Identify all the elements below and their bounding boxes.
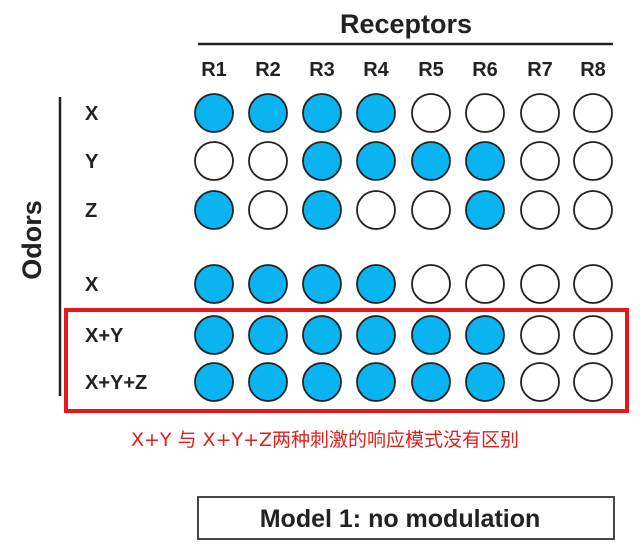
response-circle-row2-r2-inactive bbox=[248, 141, 288, 181]
odor-label-row-5: X+Y bbox=[85, 325, 124, 347]
response-circle-row5-r4-active bbox=[356, 315, 396, 355]
receptor-labels: R1 R2 R3 R4 R5 R6 R7 R8 bbox=[201, 59, 606, 81]
response-circle-row4-r4-active bbox=[356, 264, 396, 304]
response-circle-row6-r5-active bbox=[411, 362, 451, 402]
response-circle-row4-r8-inactive bbox=[573, 264, 613, 304]
odor-label-row-3: Z bbox=[85, 200, 97, 222]
response-circle-row1-r8-inactive bbox=[573, 93, 613, 133]
response-circle-row6-r2-active bbox=[248, 362, 288, 402]
response-circle-row5-r6-active bbox=[465, 315, 505, 355]
response-circle-row5-r1-active bbox=[194, 315, 234, 355]
odor-labels: X Y Z X X+Y X+Y+Z bbox=[85, 103, 147, 394]
comparison-note: X+Y 与 X+Y+Z两种刺激的响应模式没有区别 bbox=[131, 429, 519, 451]
response-circle-row2-r6-active bbox=[465, 141, 505, 181]
receptor-label-r2: R2 bbox=[255, 59, 281, 81]
response-circle-row6-r3-active bbox=[302, 362, 342, 402]
receptor-label-r6: R6 bbox=[472, 59, 498, 81]
response-circle-row1-r4-active bbox=[356, 93, 396, 133]
response-circle-row5-r5-active bbox=[411, 315, 451, 355]
response-grid bbox=[194, 93, 613, 402]
response-circle-row3-r8-inactive bbox=[573, 190, 613, 230]
response-circle-row2-r3-active bbox=[302, 141, 342, 181]
response-circle-row5-r8-inactive bbox=[573, 315, 613, 355]
odors-title: Odors bbox=[17, 200, 47, 280]
response-circle-row2-r7-inactive bbox=[520, 141, 560, 181]
response-circle-row5-r7-inactive bbox=[520, 315, 560, 355]
receptor-label-r5: R5 bbox=[418, 59, 444, 81]
odor-label-row-6: X+Y+Z bbox=[85, 372, 147, 394]
model-label-box bbox=[197, 496, 615, 540]
receptor-label-r3: R3 bbox=[309, 59, 335, 81]
response-circle-row4-r1-active bbox=[194, 264, 234, 304]
response-circle-row2-r4-active bbox=[356, 141, 396, 181]
response-circle-row6-r6-active bbox=[465, 362, 505, 402]
response-circle-row5-r2-active bbox=[248, 315, 288, 355]
response-circle-row1-r3-active bbox=[302, 93, 342, 133]
response-circle-row6-r4-active bbox=[356, 362, 396, 402]
response-circle-row1-r5-inactive bbox=[411, 93, 451, 133]
receptor-label-r4: R4 bbox=[363, 59, 389, 81]
receptor-label-r8: R8 bbox=[580, 59, 606, 81]
response-circle-row6-r7-inactive bbox=[520, 362, 560, 402]
response-circle-row2-r8-inactive bbox=[573, 141, 613, 181]
response-circle-row3-r4-inactive bbox=[356, 190, 396, 230]
response-circle-row4-r6-inactive bbox=[465, 264, 505, 304]
response-circle-row1-r7-inactive bbox=[520, 93, 560, 133]
response-circle-row5-r3-active bbox=[302, 315, 342, 355]
response-circle-row1-r1-active bbox=[194, 93, 234, 133]
response-circle-row4-r2-active bbox=[248, 264, 288, 304]
response-circle-row2-r5-active bbox=[411, 141, 451, 181]
odor-label-row-1: X bbox=[85, 103, 99, 125]
receptors-title: Receptors bbox=[340, 9, 472, 39]
response-circle-row6-r1-active bbox=[194, 362, 234, 402]
odor-label-row-2: Y bbox=[85, 151, 99, 173]
receptor-label-r7: R7 bbox=[527, 59, 553, 81]
response-circle-row2-r1-inactive bbox=[194, 141, 234, 181]
model-label: Model 1: no modulation bbox=[260, 505, 541, 533]
response-circle-row4-r7-inactive bbox=[520, 264, 560, 304]
response-circle-row3-r7-inactive bbox=[520, 190, 560, 230]
response-circle-row1-r6-inactive bbox=[465, 93, 505, 133]
response-circle-row3-r5-inactive bbox=[411, 190, 451, 230]
response-circle-row3-r1-active bbox=[194, 190, 234, 230]
highlight-box bbox=[64, 308, 629, 413]
response-circle-row3-r3-active bbox=[302, 190, 342, 230]
response-circle-row4-r5-inactive bbox=[411, 264, 451, 304]
receptor-label-r1: R1 bbox=[201, 59, 227, 81]
response-circle-row3-r2-inactive bbox=[248, 190, 288, 230]
response-circle-row3-r6-active bbox=[465, 190, 505, 230]
response-circle-row6-r8-inactive bbox=[573, 362, 613, 402]
response-circle-row1-r2-active bbox=[248, 93, 288, 133]
response-circle-row4-r3-active bbox=[302, 264, 342, 304]
odor-label-row-4: X bbox=[85, 274, 99, 296]
